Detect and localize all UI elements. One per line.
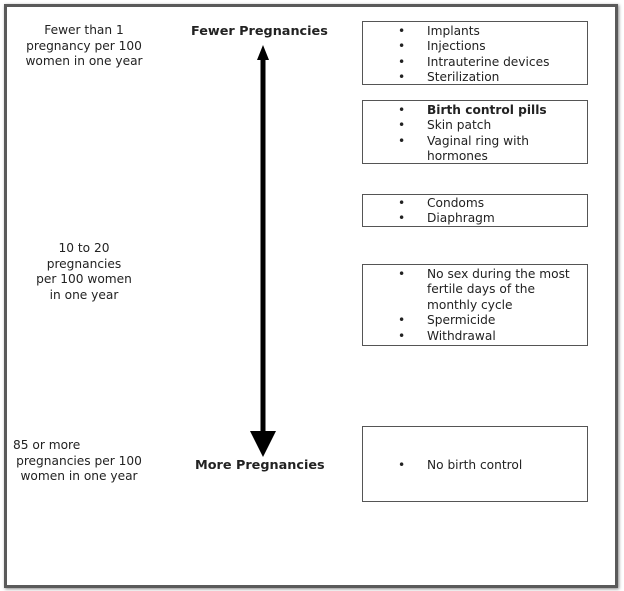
label-line: pregnancy per 100 — [26, 38, 142, 53]
method-list: No sex during the most fertile days of t… — [363, 267, 587, 344]
list-item: Implants — [363, 24, 587, 40]
label-85-or-more: 85 or more pregnancies per 100 women in … — [4, 438, 154, 485]
method-list: Condoms Diaphragm — [363, 196, 587, 227]
list-item: Diaphragm — [363, 211, 587, 227]
label-line: Fewer than 1 — [44, 23, 124, 37]
label-line: pregnancies — [46, 256, 122, 271]
list-item: Skin patch — [363, 118, 587, 134]
label-line: women in one year — [25, 54, 143, 68]
heading-fewer-pregnancies: Fewer Pregnancies — [191, 24, 328, 39]
label-line: in one year — [49, 287, 119, 302]
list-item: Spermicide — [363, 313, 587, 329]
label-line: per 100 women — [36, 272, 132, 286]
list-item: Birth control pills — [363, 103, 587, 119]
heading-more-pregnancies: More Pregnancies — [195, 458, 325, 473]
label-10-to-20: 10 to 20 pregnancies per 100 women in on… — [14, 241, 154, 303]
list-item: Injections — [363, 39, 587, 55]
list-item: Vaginal ring with — [363, 134, 587, 150]
method-box-5: No birth control — [362, 426, 588, 502]
list-item-continuation: fertile days of the — [427, 282, 535, 297]
method-box-4: No sex during the most fertile days of t… — [362, 264, 588, 346]
list-item: Condoms — [363, 196, 587, 212]
list-item: No sex during the most — [363, 267, 587, 283]
arrow-head-up — [257, 45, 269, 60]
label-line: 85 or more — [13, 438, 81, 452]
label-line: 10 to 20 — [58, 241, 110, 255]
list-item: Sterilization — [363, 70, 587, 86]
method-list: Implants Injections Intrauterine devices… — [363, 24, 587, 86]
list-item: Intrauterine devices — [363, 55, 587, 71]
method-list: Birth control pills Skin patch Vaginal r… — [363, 103, 587, 165]
arrow-head-down — [250, 431, 276, 457]
method-box-2: Birth control pills Skin patch Vaginal r… — [362, 100, 588, 164]
method-box-1: Implants Injections Intrauterine devices… — [362, 21, 588, 86]
list-item: Withdrawal — [363, 329, 587, 345]
label-line: women in one year — [20, 469, 138, 483]
list-item-continuation: monthly cycle — [427, 297, 513, 312]
list-item-continuation: hormones — [427, 149, 488, 164]
label-fewer-than-1: Fewer than 1 pregnancy per 100 women in … — [14, 23, 154, 70]
method-list: No birth control — [363, 458, 587, 474]
figure-frame — [4, 4, 618, 588]
label-line: pregnancies per 100 — [16, 453, 142, 468]
method-box-3: Condoms Diaphragm — [362, 194, 588, 227]
list-item: No birth control — [363, 458, 587, 474]
